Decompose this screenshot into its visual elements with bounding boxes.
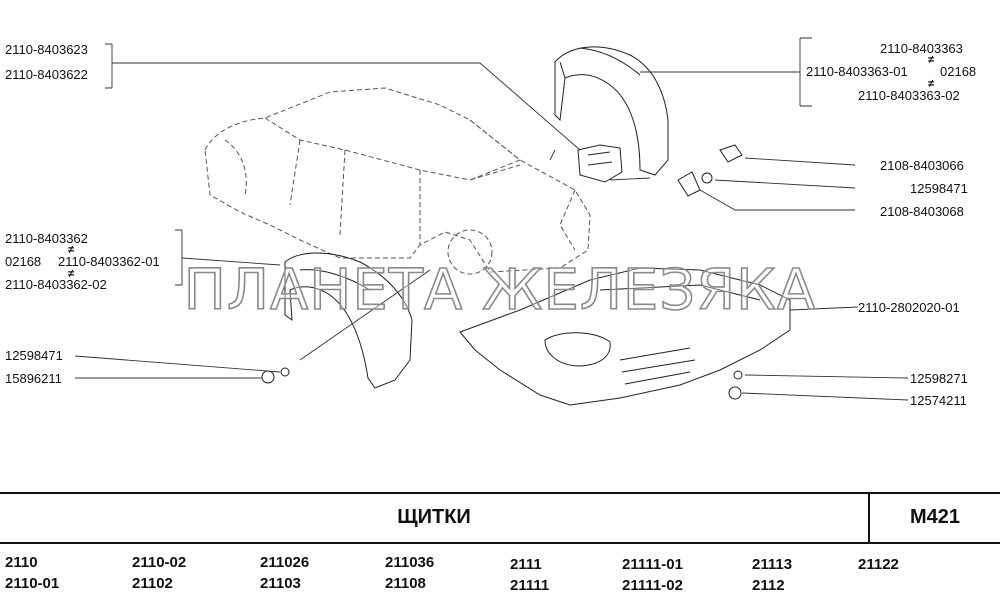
alt-symbol: ≠ — [928, 54, 935, 66]
rear-wheel-arch-liner — [554, 46, 669, 176]
model-21111-02: 21111-02 — [622, 577, 683, 594]
section-title: ЩИТКИ — [397, 506, 471, 528]
model-211036: 211036 — [385, 554, 435, 571]
label-2110-8403362-02: 2110-8403362-02 — [5, 277, 107, 292]
model-21111: 21111 — [510, 577, 550, 594]
engine-undertray — [459, 267, 791, 406]
car-body-outline — [204, 87, 591, 275]
model-21111-01: 21111-01 — [622, 556, 683, 573]
label-02168-b: 02168 — [5, 254, 42, 269]
label-2110-8403363-02: 2110-8403363-02 — [858, 88, 960, 103]
leader-lines — [74, 37, 909, 401]
model-2112: 2112 — [752, 577, 785, 594]
label-2110-8403362: 2110-8403362 — [5, 231, 88, 246]
model-2110: 2110 — [5, 554, 38, 571]
label-2108-8403066: 2108-8403066 — [880, 158, 964, 173]
model-2111: 2111 — [510, 556, 542, 573]
section-code-cell: M421 — [868, 494, 1000, 542]
label-2110-8403363: 2110-8403363 — [880, 41, 963, 56]
alt-symbol: ≠ — [68, 268, 75, 280]
footer-table: ЩИТКИ M421 2110 2110-02 211026 211036 21… — [0, 492, 1000, 598]
label-12598471-b: 12598471 — [5, 348, 63, 363]
label-2110-8403363-01: 2110-8403363-01 — [806, 64, 908, 79]
parts-diagram: 2110-8403623 2110-8403622 2110-8403363 ≠… — [5, 37, 977, 408]
front-wheel-arch-liner — [261, 252, 413, 389]
model-21122: 21122 — [858, 556, 899, 573]
model-21108: 21108 — [385, 575, 426, 592]
model-21103: 21103 — [260, 575, 301, 592]
label-2110-8403622: 2110-8403622 — [5, 67, 88, 82]
label-2110-8403623: 2110-8403623 — [5, 42, 88, 57]
label-02168-a: 02168 — [940, 64, 977, 79]
label-12598271: 12598271 — [910, 371, 968, 386]
watermark-text: ПЛАНЕТА ЖЕЛЕЗЯКА — [183, 257, 817, 324]
model-21113: 21113 — [752, 556, 793, 573]
model-2110-01: 2110-01 — [5, 575, 60, 592]
model-2110-02: 2110-02 — [132, 554, 187, 571]
model-21102: 21102 — [132, 575, 173, 592]
label-12598471-a: 12598471 — [910, 181, 968, 196]
label-2108-8403068: 2108-8403068 — [880, 204, 964, 219]
label-12574211: 12574211 — [910, 393, 967, 408]
label-2110-2802020-01: 2110-2802020-01 — [858, 300, 960, 315]
model-211026: 211026 — [260, 554, 310, 571]
clip-part — [677, 144, 743, 197]
title-row: ЩИТКИ M421 — [0, 492, 1000, 544]
alt-symbol: ≠ — [68, 244, 75, 256]
mud-flap-bracket — [577, 144, 623, 183]
label-2110-8403362-01: 2110-8403362-01 — [58, 254, 160, 269]
section-code: M421 — [909, 506, 961, 528]
parts-drawing — [74, 37, 909, 406]
alt-symbol: ≠ — [928, 78, 935, 90]
label-15896211: 15896211 — [5, 371, 62, 386]
